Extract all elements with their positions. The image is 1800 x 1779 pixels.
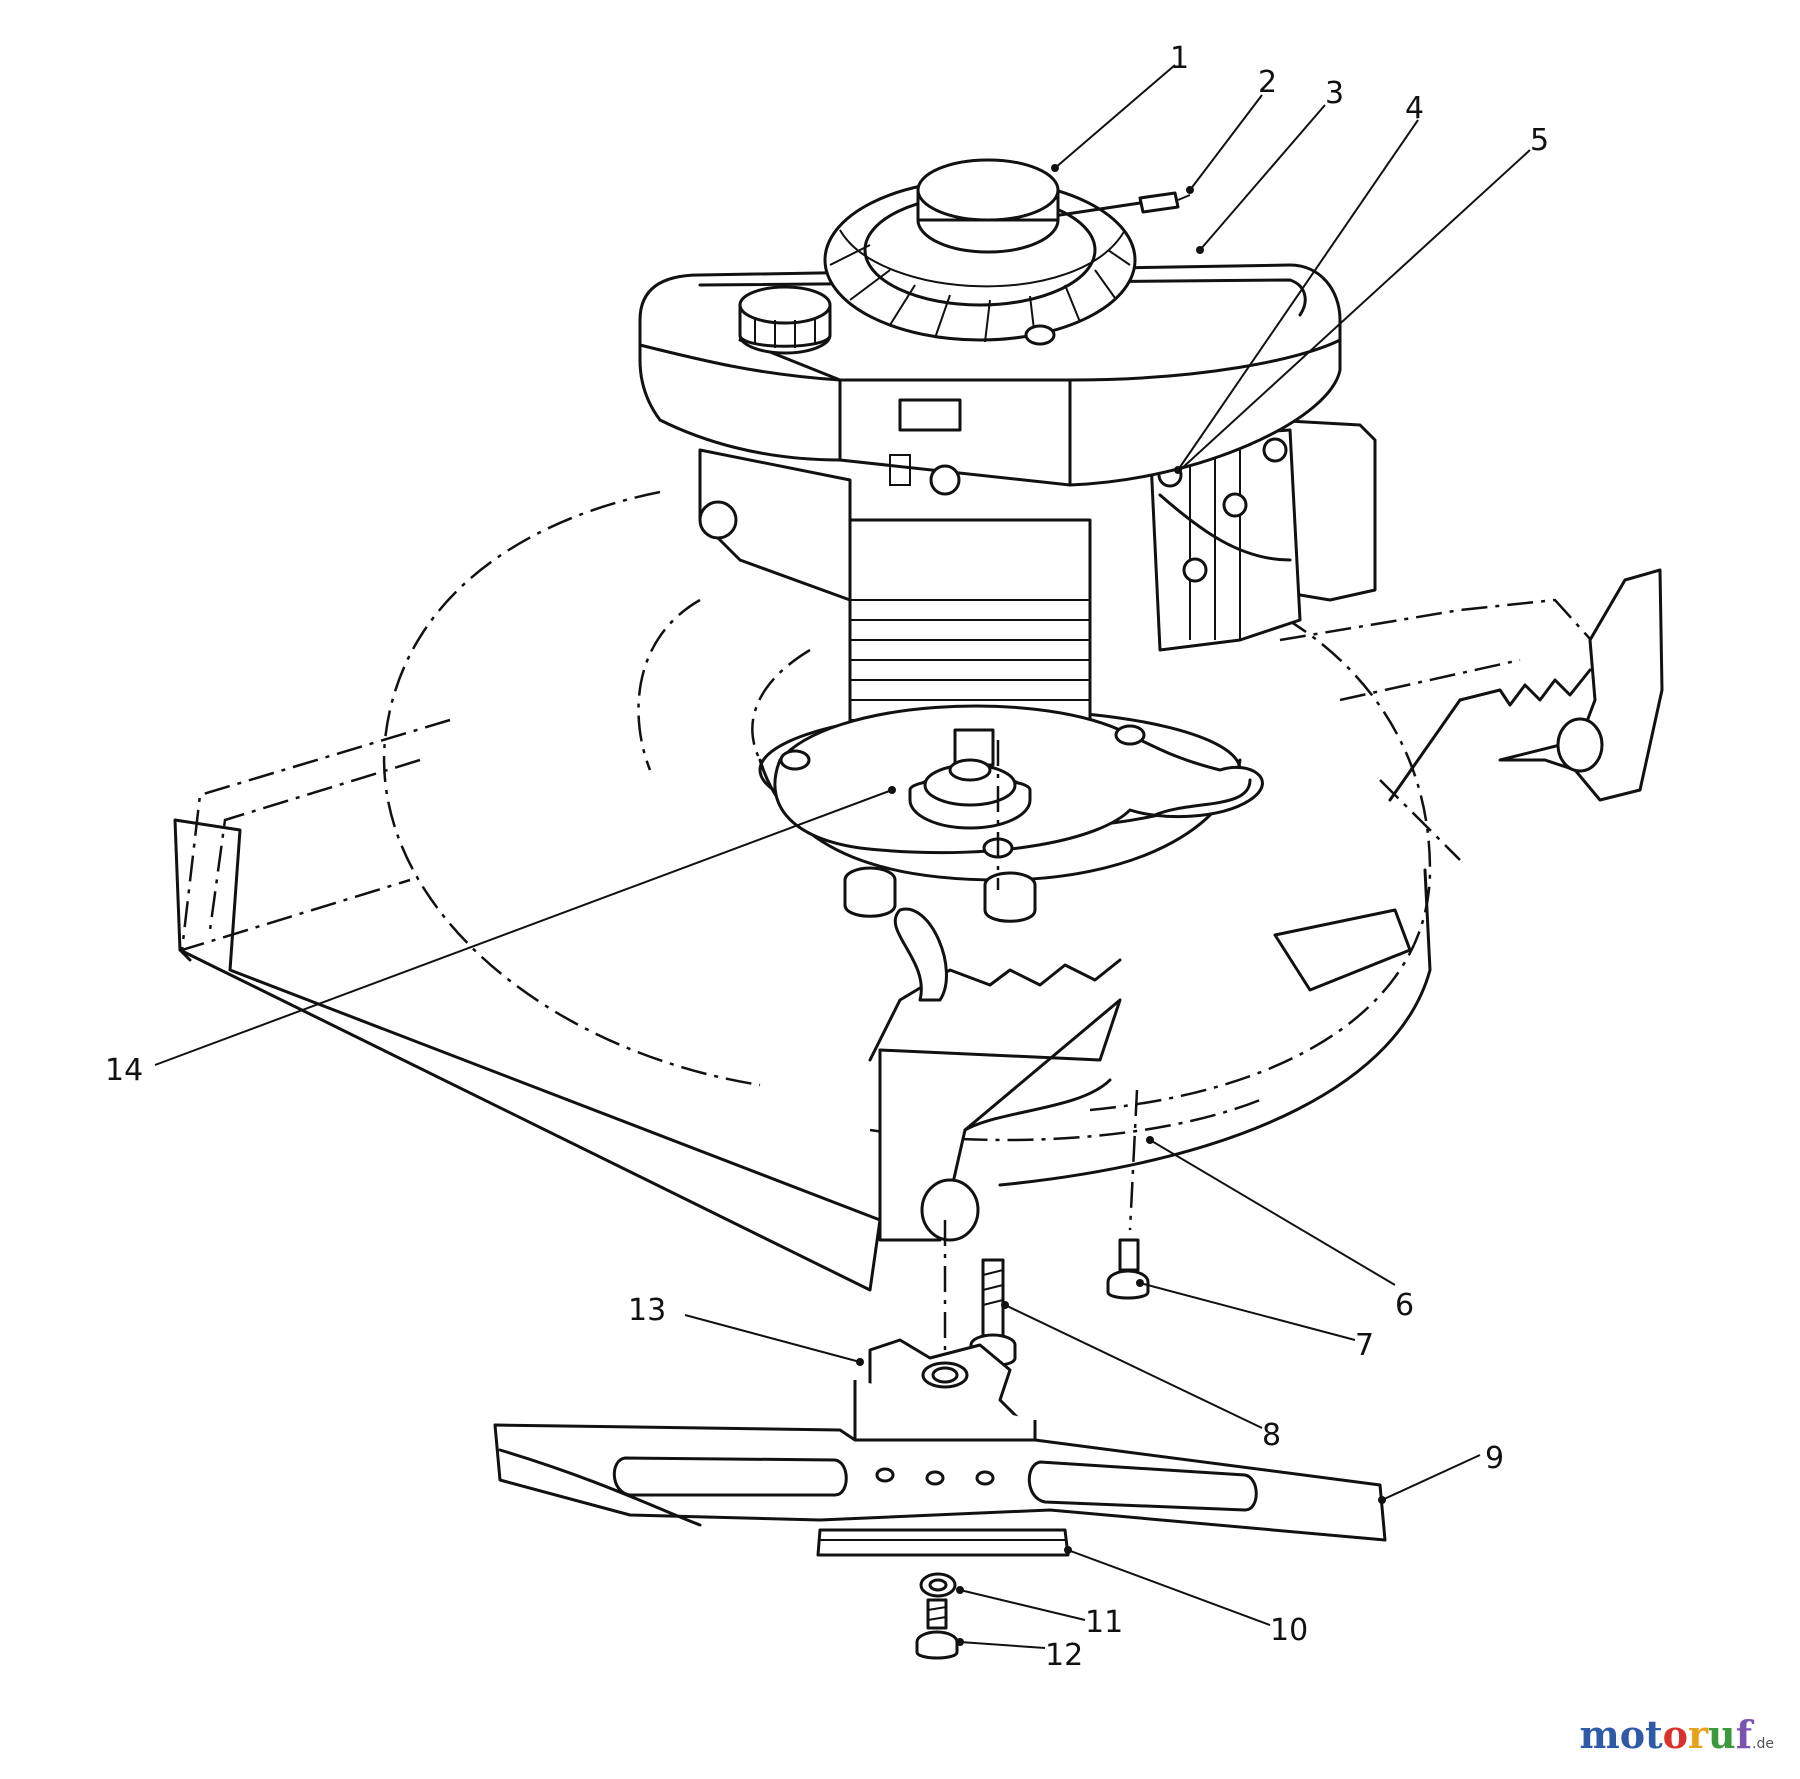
watermark-part-4: u — [1708, 1712, 1736, 1757]
watermark-part-5: f — [1735, 1712, 1753, 1757]
callout-11: 11 — [1085, 1605, 1123, 1640]
callout-10: 10 — [1270, 1613, 1308, 1648]
watermark-tld: .de — [1752, 1736, 1774, 1752]
callout-7: 7 — [1355, 1328, 1374, 1363]
washer-11 — [919, 1572, 957, 1598]
watermark-logo: motoruf.de — [1580, 1712, 1774, 1757]
callout-14: 14 — [105, 1053, 143, 1088]
blade-adapter-13 — [853, 1338, 1037, 1457]
callout-3: 3 — [1325, 76, 1344, 111]
crankshaft-pulley — [908, 728, 1032, 830]
watermark-part-3: r — [1688, 1712, 1709, 1757]
bolt-12 — [915, 1598, 959, 1660]
cable-end — [1058, 191, 1191, 217]
callout-2: 2 — [1258, 65, 1277, 100]
callout-4: 4 — [1405, 91, 1424, 126]
callout-8: 8 — [1262, 1418, 1281, 1453]
engine-mount-plate — [773, 704, 1264, 859]
callout-5: 5 — [1530, 123, 1549, 158]
starter-knob — [916, 158, 1060, 254]
callout-6: 6 — [1395, 1288, 1414, 1323]
callout-13: 13 — [628, 1293, 666, 1328]
leader-lines — [154, 64, 1531, 1649]
blade-9 — [493, 1423, 1387, 1542]
deck-outline — [173, 818, 1432, 1292]
blade-stiffener-10 — [816, 1528, 1070, 1557]
callout-12: 12 — [1045, 1638, 1083, 1673]
screw-7 — [1106, 1238, 1150, 1300]
callout-1: 1 — [1170, 41, 1189, 76]
callout-9: 9 — [1485, 1441, 1504, 1476]
rear-height-adjuster — [1388, 568, 1664, 802]
watermark-part-2: o — [1662, 1712, 1689, 1757]
callout-labels: 1 2 3 4 5 6 7 8 9 10 11 12 13 14 — [105, 41, 1549, 1673]
fuel-cap — [738, 285, 832, 355]
watermark-part-1: mot — [1579, 1712, 1663, 1757]
front-height-adjuster — [868, 907, 1122, 1242]
